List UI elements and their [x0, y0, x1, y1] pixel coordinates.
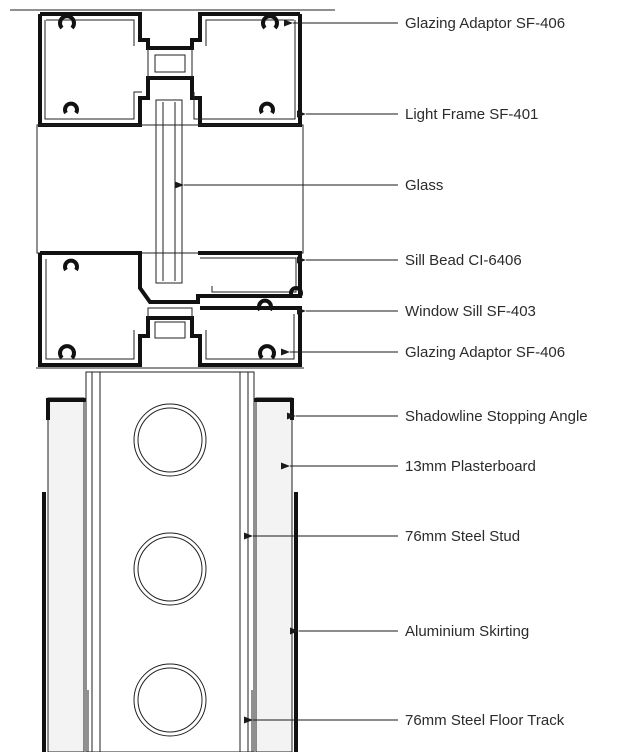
top-frame-assembly	[10, 9, 335, 127]
label-steel-stud: 76mm Steel Stud	[405, 528, 520, 545]
stud-hole-icon	[133, 403, 207, 737]
bottom-frame-assembly	[36, 251, 304, 369]
callout-labels: Glazing Adaptor SF-406 Light Frame SF-40…	[405, 15, 588, 729]
label-window-sill: Window Sill SF-403	[405, 303, 536, 320]
label-plasterboard: 13mm Plasterboard	[405, 458, 536, 475]
clip-icon	[58, 258, 303, 360]
label-glass: Glass	[405, 177, 443, 194]
label-glazing-adaptor-top: Glazing Adaptor SF-406	[405, 15, 565, 32]
label-sill-bead: Sill Bead CI-6406	[405, 252, 522, 269]
label-floor-track: 76mm Steel Floor Track	[405, 712, 565, 729]
label-skirting: Aluminium Skirting	[405, 623, 529, 640]
glass-panel	[36, 99, 304, 284]
partition-wall	[42, 371, 298, 752]
clip-icon	[58, 14, 279, 115]
label-glazing-adaptor-bottom: Glazing Adaptor SF-406	[405, 344, 565, 361]
label-stopping-angle: Shadowline Stopping Angle	[405, 408, 588, 425]
label-light-frame: Light Frame SF-401	[405, 106, 538, 123]
leader-lines	[175, 19, 398, 724]
